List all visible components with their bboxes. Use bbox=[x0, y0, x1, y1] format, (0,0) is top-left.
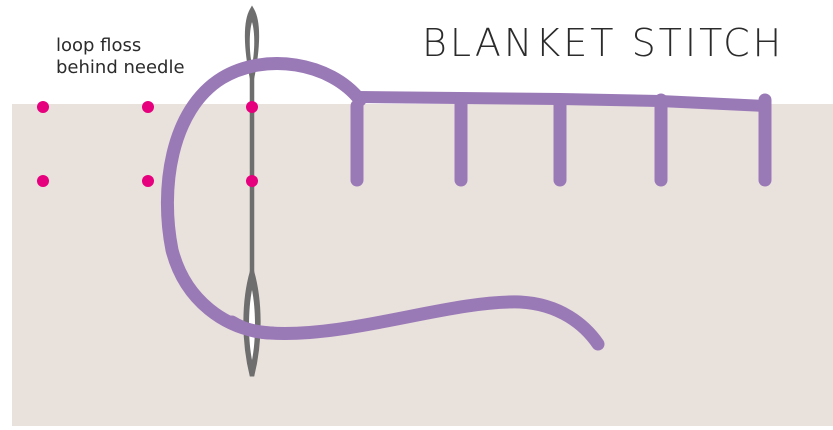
hole-marker bbox=[142, 101, 154, 113]
hole-marker bbox=[246, 101, 258, 113]
hole-marker bbox=[142, 175, 154, 187]
diagram-title: BLANKET STITCH bbox=[422, 21, 784, 65]
annotation-line-2: behind needle bbox=[56, 57, 185, 78]
hole-marker bbox=[37, 101, 49, 113]
annotation-line-1: loop floss bbox=[56, 35, 141, 56]
floss-loop bbox=[160, 57, 605, 351]
hole-marker bbox=[246, 175, 258, 187]
hole-marker bbox=[37, 175, 49, 187]
floss-stitch-legs bbox=[350, 93, 772, 187]
stitch-hole-markers bbox=[37, 101, 258, 187]
needle-upper-part bbox=[244, 5, 260, 107]
fabric-swatch bbox=[12, 104, 833, 426]
floss-front-crossing bbox=[225, 315, 279, 340]
